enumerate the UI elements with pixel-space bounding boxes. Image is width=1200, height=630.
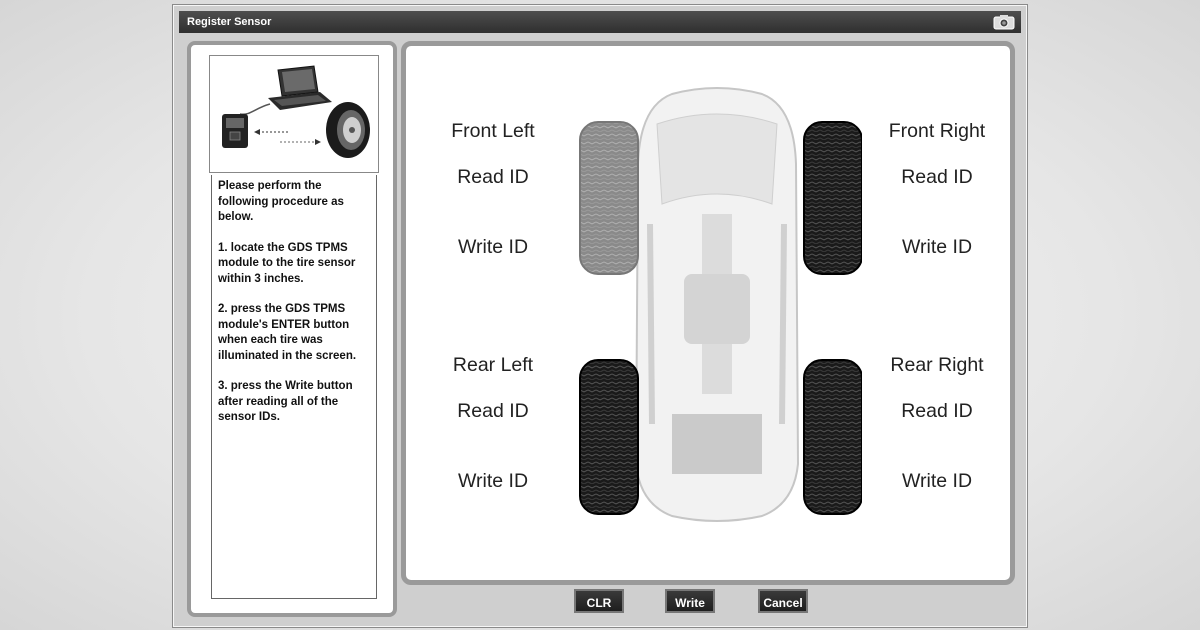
front-left-write-id[interactable]: Write ID bbox=[457, 236, 529, 258]
car-top-view bbox=[579, 87, 862, 522]
front-right-write-id[interactable]: Write ID bbox=[901, 236, 973, 258]
instruction-text: Please perform the following procedure a… bbox=[211, 175, 377, 599]
cancel-button[interactable]: Cancel bbox=[758, 589, 808, 613]
instruction-intro: Please perform the following procedure a… bbox=[218, 180, 344, 223]
front-left-read-id[interactable]: Read ID bbox=[457, 166, 529, 188]
tire-icon bbox=[326, 102, 370, 158]
instruction-step-1: 1. locate the GDS TPMS module to the tir… bbox=[218, 241, 356, 285]
rear-left-read-id[interactable]: Read ID bbox=[457, 400, 529, 422]
rear-left-label: Rear Left bbox=[452, 354, 534, 376]
tpms-module-icon bbox=[222, 114, 248, 148]
front-right-tire-icon bbox=[803, 121, 862, 275]
window-title: Register Sensor bbox=[187, 16, 272, 28]
instruction-step-2: 2. press the GDS TPMS module's ENTER but… bbox=[218, 303, 357, 362]
camera-icon[interactable] bbox=[993, 14, 1015, 30]
title-bar: Register Sensor bbox=[179, 11, 1021, 33]
front-right-read-id[interactable]: Read ID bbox=[901, 166, 973, 188]
rear-right-label: Rear Right bbox=[890, 354, 984, 376]
signal-arrows-icon bbox=[254, 129, 321, 145]
tire-panel: Front Left Read ID Write ID Front Right … bbox=[401, 41, 1015, 585]
write-button[interactable]: Write bbox=[665, 589, 715, 613]
instruction-step-3: 3. press the Write button after reading … bbox=[218, 380, 353, 423]
rear-right-read-id[interactable]: Read ID bbox=[901, 400, 973, 422]
tpms-setup-diagram bbox=[209, 55, 379, 173]
laptop-icon bbox=[268, 65, 332, 110]
front-left-tire-icon bbox=[579, 121, 639, 275]
front-right-label: Front Right bbox=[888, 120, 986, 142]
rear-left-tire-icon bbox=[579, 359, 639, 515]
instruction-panel: Please perform the following procedure a… bbox=[187, 41, 397, 617]
rear-left-write-id[interactable]: Write ID bbox=[457, 470, 529, 492]
rear-right-tire-icon bbox=[803, 359, 862, 515]
register-sensor-window: Register Sensor bbox=[172, 4, 1028, 628]
clr-button[interactable]: CLR bbox=[574, 589, 624, 613]
rear-right-write-id[interactable]: Write ID bbox=[901, 470, 973, 492]
front-left-label: Front Left bbox=[451, 120, 535, 142]
